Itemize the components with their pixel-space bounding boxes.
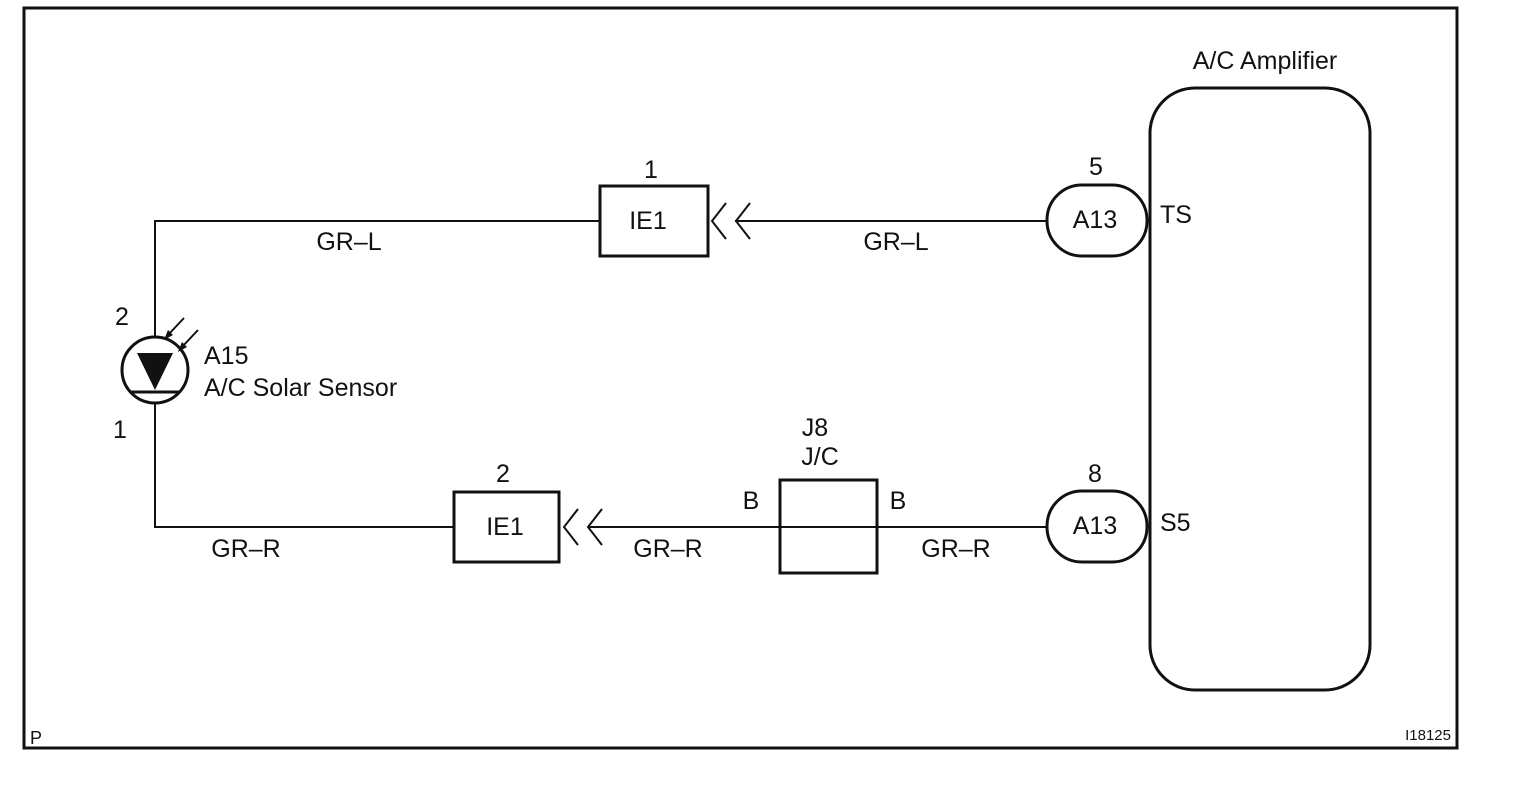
connector-a13-top-oval: [1045, 183, 1149, 258]
chevron-double-icon: [562, 508, 579, 546]
junction-j8-pin-left: B: [743, 487, 760, 515]
top-circuit-wires: [154, 220, 1048, 340]
amplifier-terminal-ts: TS: [1160, 201, 1192, 229]
wire-label-bottom-left: GR–R: [211, 535, 280, 563]
junction-j8-pin-right: B: [890, 487, 907, 515]
connector-ie1-top: IE1 1: [598, 156, 751, 258]
amplifier-terminal-s5: S5: [1160, 509, 1191, 537]
wire-label-top-right: GR–L: [863, 228, 928, 256]
connector-a13-bottom-label: A13: [1073, 512, 1117, 540]
amplifier-title: A/C Amplifier: [1193, 47, 1337, 75]
wire-label-bottom-middle: GR–R: [633, 535, 702, 563]
light-arrow-icon: [181, 329, 199, 348]
junction-j8: J8 J/C B B: [743, 414, 907, 575]
junction-j8-name: J/C: [801, 443, 839, 471]
wire-top-left: [154, 220, 600, 340]
solar-sensor: 2 1 A15 A/C Solar Sensor: [113, 303, 397, 444]
light-arrow-icon: [167, 317, 185, 336]
connector-ie1-bottom-pin: 2: [496, 460, 510, 488]
sensor-name: A/C Solar Sensor: [204, 374, 397, 402]
corner-label-p: P: [30, 728, 42, 748]
wire-label-bottom-right: GR–R: [921, 535, 990, 563]
chevron-double-icon: [586, 508, 603, 546]
connector-ie1-top-pin: 1: [644, 156, 658, 184]
connector-ie1-top-label: IE1: [629, 207, 667, 235]
connector-ie1-bottom-box: [452, 490, 561, 564]
light-arrow-head: [178, 342, 187, 352]
sensor-pin-top: 2: [115, 303, 129, 331]
connector-a13-bottom-oval: [1045, 489, 1149, 564]
connector-a13-top: A13 5: [1045, 153, 1149, 258]
connector-ie1-bottom-label: IE1: [486, 513, 524, 541]
connector-a13-top-label: A13: [1073, 206, 1117, 234]
amplifier-body: [1148, 86, 1372, 692]
connector-ie1-bottom: IE1 2: [452, 460, 603, 564]
light-arrow-head: [164, 330, 173, 340]
connector-a13-top-pin: 5: [1089, 153, 1103, 181]
sensor-code: A15: [204, 342, 248, 370]
wire-bottom-left: [154, 420, 454, 528]
ac-amplifier: A/C Amplifier TS S5: [1148, 47, 1372, 692]
sensor-pin-bottom: 1: [113, 416, 127, 444]
chevron-double-icon: [734, 202, 751, 240]
junction-j8-code: J8: [802, 414, 828, 442]
figure-id: I18125: [1405, 727, 1451, 744]
connector-a13-bottom: A13 8: [1045, 460, 1149, 564]
connector-a13-bottom-pin: 8: [1088, 460, 1102, 488]
photodiode-icon: [137, 353, 173, 390]
wire-label-top-left: GR–L: [316, 228, 381, 256]
chevron-double-icon: [710, 202, 727, 240]
connector-ie1-top-box: [598, 184, 710, 258]
